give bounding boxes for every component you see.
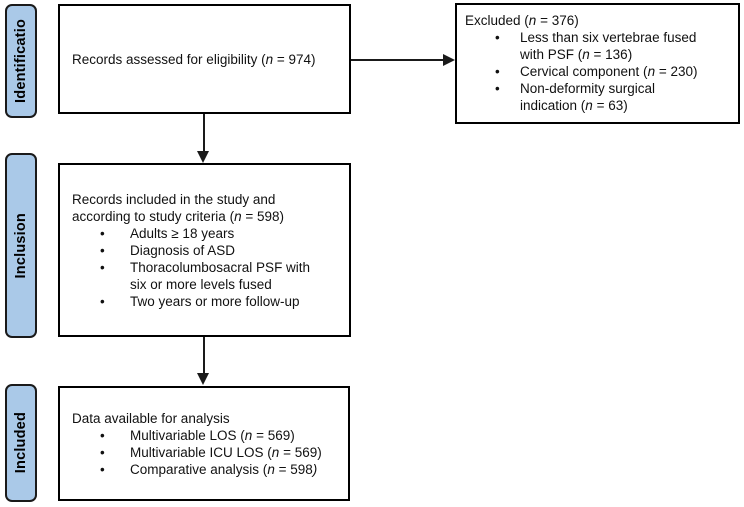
list-item: • Comparative analysis (n = 598) [100,461,342,478]
bullet-text: Multivariable LOS (n = 569) [130,427,342,444]
text-segment: = 598) [241,208,284,224]
text-segment: = 136) [589,47,633,62]
text-segment: = 569) [252,427,295,443]
text-segment: Data available for analysis [72,410,230,426]
bullet-text: Thoracolumbosacral PSF with six or more … [130,259,343,293]
box-title: Data available for analysis [72,410,342,427]
n-italic: n [585,98,593,113]
text-segment: = 974) [273,51,316,67]
text-segment: Diagnosis of ASD [130,242,236,258]
arrowhead-down-icon [197,373,209,385]
text-segment: = 230) [655,64,698,79]
box-inclusion: Records included in the study and accord… [58,163,351,337]
text-segment: Comparative analysis ( [130,461,268,477]
n-italic: n [647,64,656,79]
bullet-icon: • [100,444,105,460]
stage-label-inclusion: Inclusion [5,153,37,338]
text-segment: Excluded ( [465,13,529,28]
n-italic: n [267,461,275,477]
text-segment: Cervical component ( [520,64,648,79]
n-italic: n [271,444,280,460]
text-segment: Records assessed for eligibility ( [72,51,266,67]
text-segment: Less than six vertebrae fused with PSF ( [520,30,697,62]
list-item: • Diagnosis of ASD [100,242,343,259]
bullet-text: Cervical component (n = 230) [520,63,730,80]
bullet-text: Multivariable ICU LOS (n = 569) [130,444,342,461]
bullet-icon: • [100,427,105,443]
text-segment: Records included in the study and accord… [72,191,276,224]
box-included: Data available for analysis • Multivaria… [58,386,350,501]
stage-label-text: Identificatio [13,19,29,103]
n-italic: n [265,51,274,67]
bullet-icon: • [100,293,105,309]
bullet-icon: • [100,461,105,477]
text-segment: = 63) [592,98,628,113]
n-italic: ) [312,461,318,477]
n-italic: n [528,13,537,28]
text-segment: Two years or more follow-up [130,293,300,309]
text-segment: Multivariable LOS ( [130,427,245,443]
bullet-text: Adults ≥ 18 years [130,225,343,242]
arrow-eligibility-to-excluded [351,59,444,61]
list-item: • Multivariable ICU LOS (n = 569) [100,444,342,461]
text-segment: Adults ≥ 18 years [130,225,235,241]
bullet-icon: • [100,259,105,275]
box-eligibility: Records assessed for eligibility (n = 97… [58,4,351,114]
list-item: • Less than six vertebrae fused with PSF… [495,29,730,63]
text-segment: = 598 [274,461,313,477]
n-italic: n [234,208,242,224]
text-segment: = 376) [536,13,579,28]
text-segment: Multivariable ICU LOS ( [130,444,272,460]
bullet-icon: • [495,81,500,96]
text-segment: Thoracolumbosacral PSF with six or more … [130,259,311,292]
box-title: Records included in the study and accord… [72,191,343,225]
bullet-icon: • [100,225,105,241]
bullet-icon: • [100,242,105,258]
arrow-inclusion-to-included [203,337,205,375]
list-item: • Multivariable LOS (n = 569) [100,427,342,444]
bullet-icon: • [495,30,500,45]
list-item: • Non-deformity surgical indication (n =… [495,80,730,114]
box-title: Records assessed for eligibility (n = 97… [72,51,316,68]
bullet-text: Less than six vertebrae fused with PSF (… [520,29,730,63]
list-item: • Two years or more follow-up [100,293,343,310]
text-segment: = 569) [279,444,322,460]
bullet-text: Comparative analysis (n = 598) [130,461,342,478]
bullet-text: Diagnosis of ASD [130,242,343,259]
bullet-text: Two years or more follow-up [130,293,343,310]
bullet-text: Non-deformity surgical indication (n = 6… [520,80,730,114]
stage-label-included: Included [5,384,37,502]
n-italic: n [582,47,590,62]
box-excluded: Excluded (n = 376) • Less than six verte… [455,3,740,124]
n-italic: n [244,427,253,443]
list-item: • Adults ≥ 18 years [100,225,343,242]
bullet-icon: • [495,64,500,79]
text-segment: Non-deformity surgical indication ( [520,81,656,113]
list-item: • Thoracolumbosacral PSF with six or mor… [100,259,343,293]
arrowhead-right-icon [443,54,455,66]
arrow-eligibility-to-inclusion [203,114,205,153]
arrowhead-down-icon [197,151,209,163]
list-item: • Cervical component (n = 230) [495,63,730,80]
box-title: Excluded (n = 376) [465,12,730,29]
stage-label-text: Included [13,412,29,474]
stage-label-identification: Identificatio [5,4,37,118]
stage-label-text: Inclusion [13,212,29,279]
